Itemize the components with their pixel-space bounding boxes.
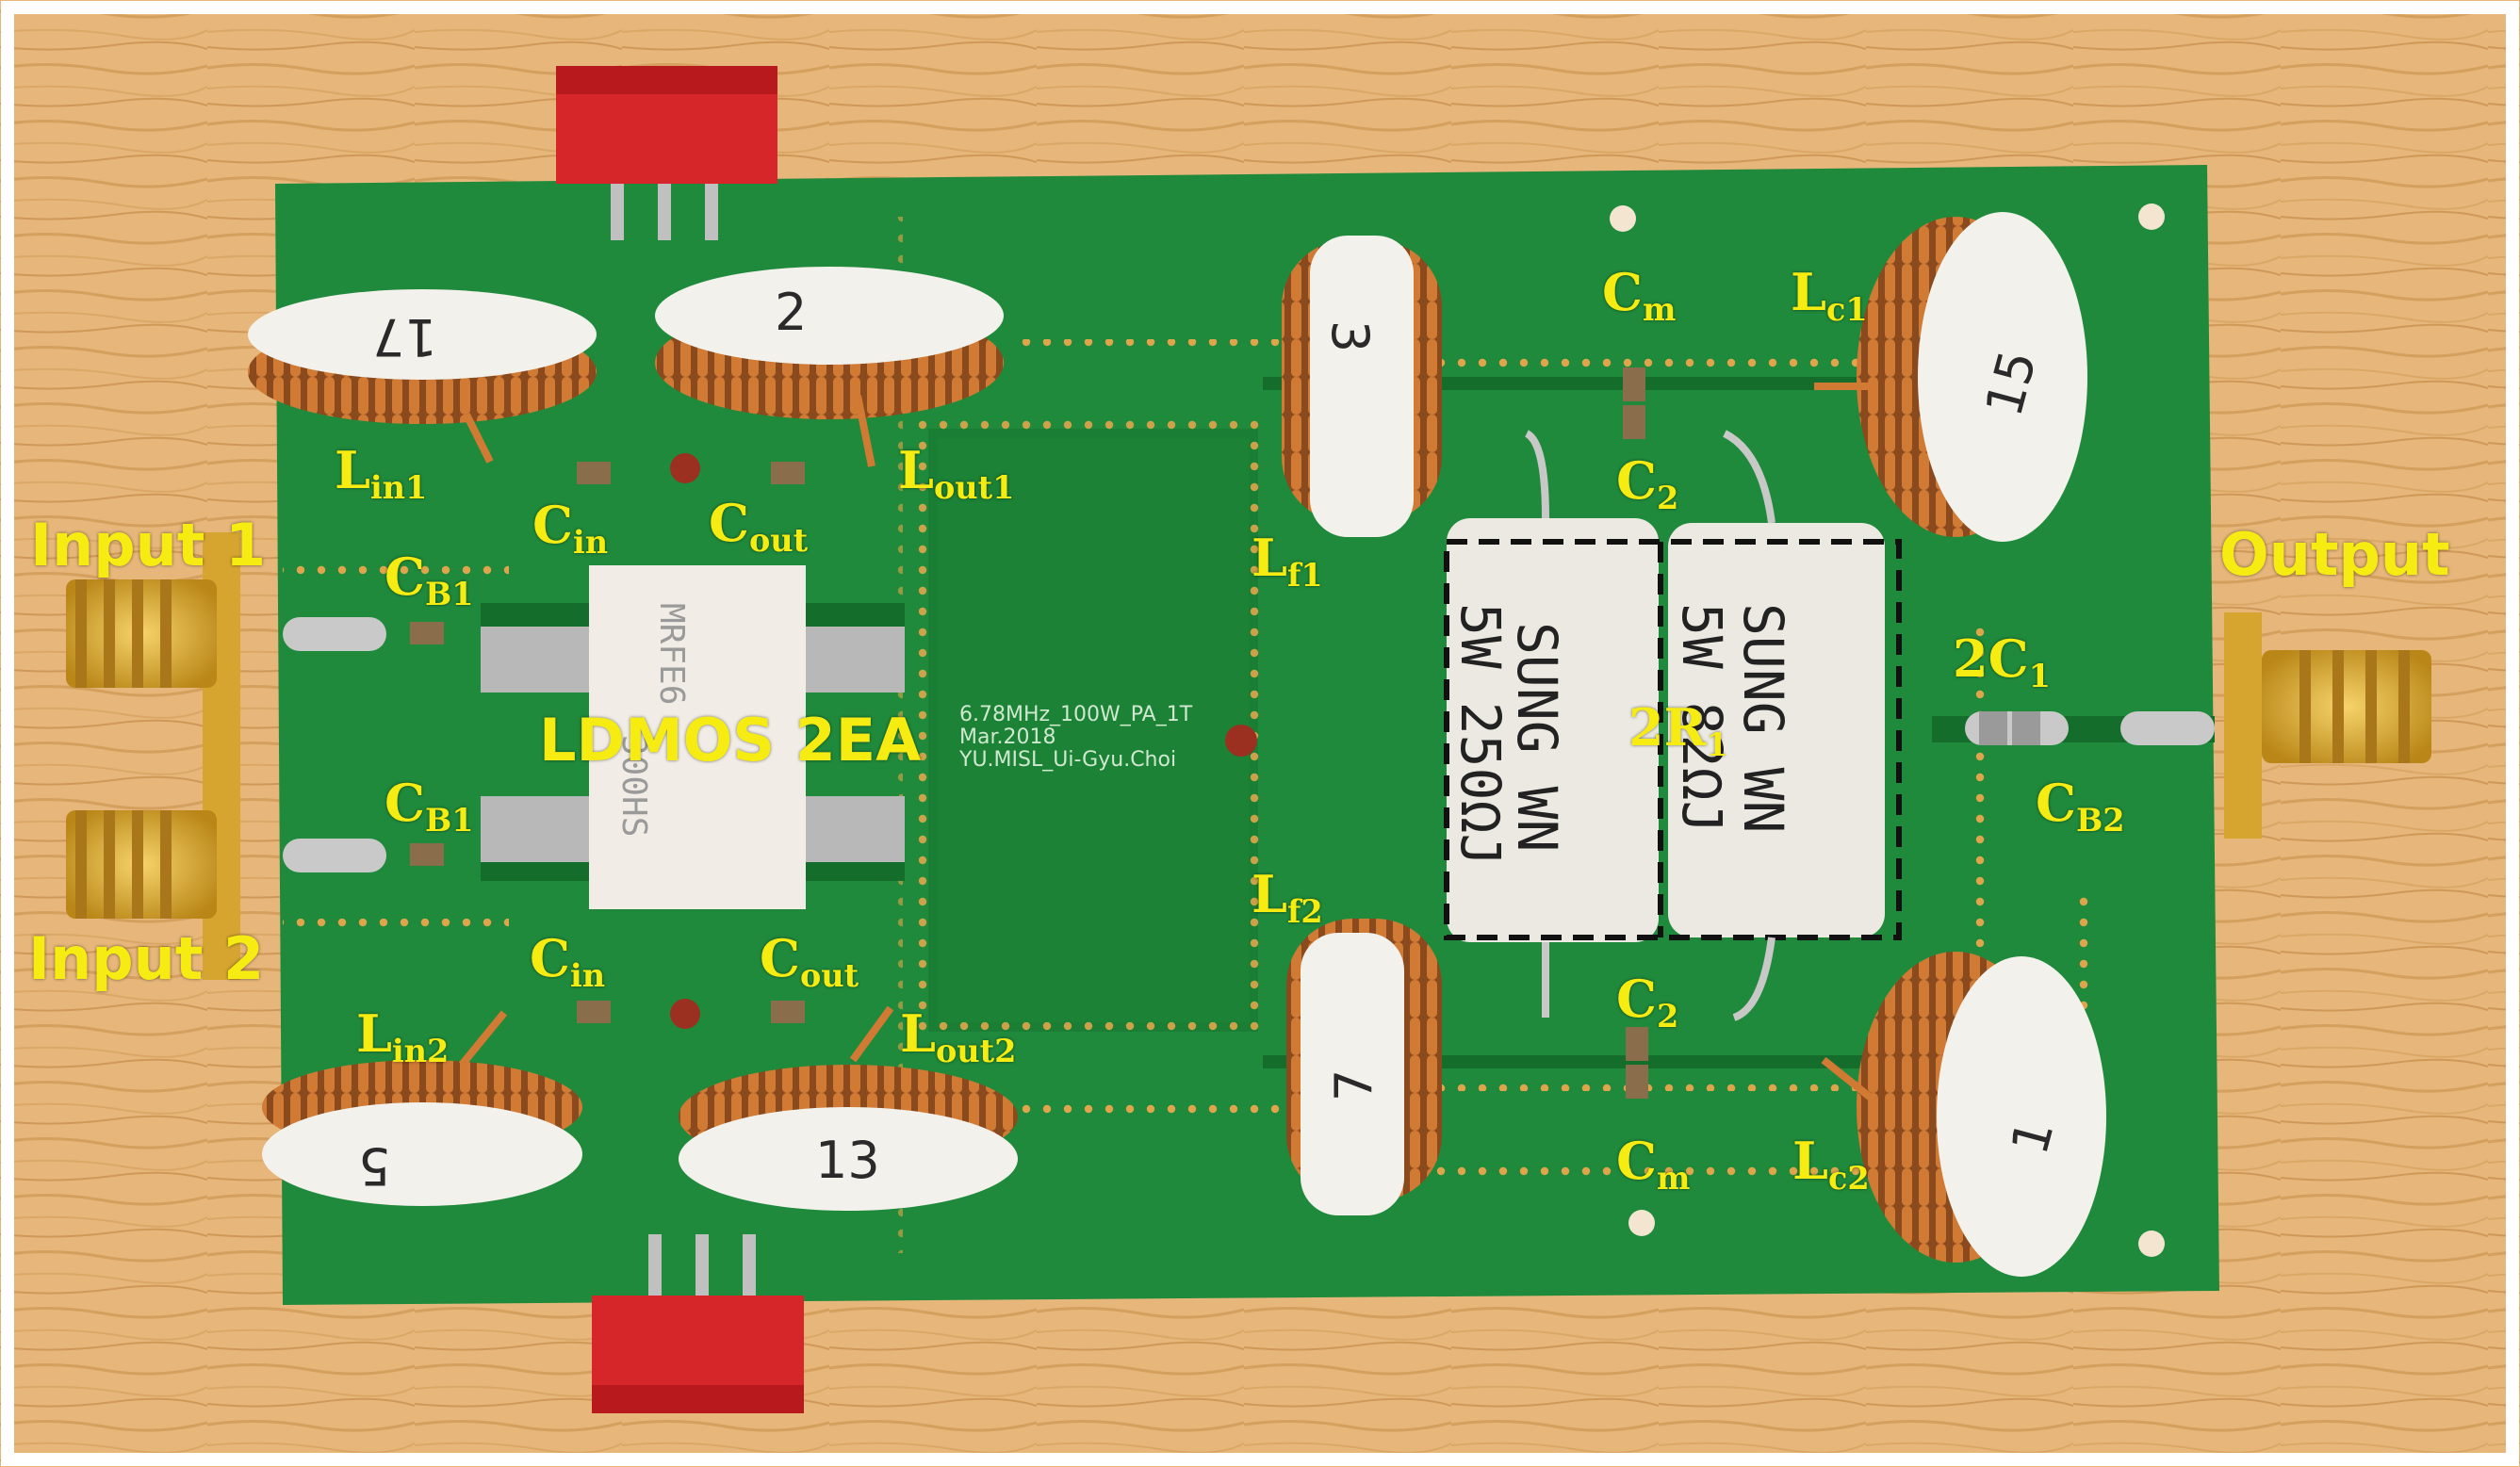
label-lin1: Lin1	[335, 440, 428, 506]
coil-2	[655, 267, 1004, 419]
coil-label-13: 13	[815, 1131, 880, 1190]
coil-13	[679, 1065, 1018, 1211]
sma-input-2	[66, 744, 240, 980]
label-lf1: Lf1	[1252, 528, 1323, 594]
label-input-2: Input 2	[28, 924, 265, 993]
silkscreen-line-3: YU.MISL_Ui-Gyu.Choi	[959, 748, 1177, 772]
coil-label-2: 2	[775, 283, 808, 342]
label-lc1: Lc1	[1791, 262, 1868, 328]
resistor-left-line1: SUNG WN	[1505, 622, 1569, 853]
coil-label-5: 5	[358, 1136, 391, 1196]
coil-3	[1282, 236, 1442, 537]
coil-7	[1286, 919, 1442, 1215]
label-2c1: 2C1	[1953, 628, 2051, 694]
coil-17	[248, 289, 597, 424]
label-lout1: Lout1	[898, 440, 1015, 506]
label-c2-top: C2	[1616, 450, 1679, 516]
label-cm-top: Cm	[1602, 262, 1677, 328]
coil-label-17: 17	[372, 307, 437, 367]
silkscreen-line-1: 6.78MHz_100W_PA_1T	[959, 703, 1193, 726]
label-cb1-top: CB1	[385, 546, 474, 612]
label-lc2: Lc2	[1792, 1131, 1870, 1197]
label-cin-bot: Cin	[530, 928, 606, 994]
label-lf2: Lf2	[1252, 864, 1323, 930]
resistor-82	[1668, 523, 1885, 937]
label-lout2: Lout2	[900, 1003, 1017, 1069]
coil-label-7: 7	[1324, 1068, 1384, 1102]
label-cm-bot: Cm	[1616, 1131, 1691, 1197]
coil-label-15: 15	[1973, 344, 2049, 423]
resistor-left-line2: 5W 250ΩJ	[1448, 603, 1513, 867]
ldmos-marking-line1: MRFE6	[652, 603, 691, 706]
label-output: Output	[2219, 520, 2450, 589]
label-c2-bot: C2	[1616, 969, 1679, 1035]
label-cb2: CB2	[2036, 773, 2125, 839]
coil-5	[262, 1060, 582, 1206]
label-cout-top: Cout	[709, 493, 809, 559]
coil-1	[1857, 952, 2106, 1277]
label-cin-top: Cin	[532, 495, 609, 561]
resistor-right-line1: SUNG WN	[1731, 603, 1795, 834]
label-cout-bot: Cout	[760, 928, 859, 994]
ldmos-package	[589, 565, 806, 909]
label-2r1: 2R1	[1628, 697, 1728, 763]
coil-15	[1857, 212, 2087, 542]
coil-label-3: 3	[1320, 319, 1381, 353]
label-input-1: Input 1	[30, 511, 267, 579]
sma-output	[2224, 612, 2431, 839]
label-cb1-bot: CB1	[385, 773, 474, 839]
resistor-250	[1447, 518, 1659, 942]
silkscreen-line-2: Mar.2018	[959, 725, 1056, 749]
label-lin2: Lin2	[356, 1003, 450, 1069]
label-ldmos: LDMOS 2EA	[539, 706, 922, 774]
